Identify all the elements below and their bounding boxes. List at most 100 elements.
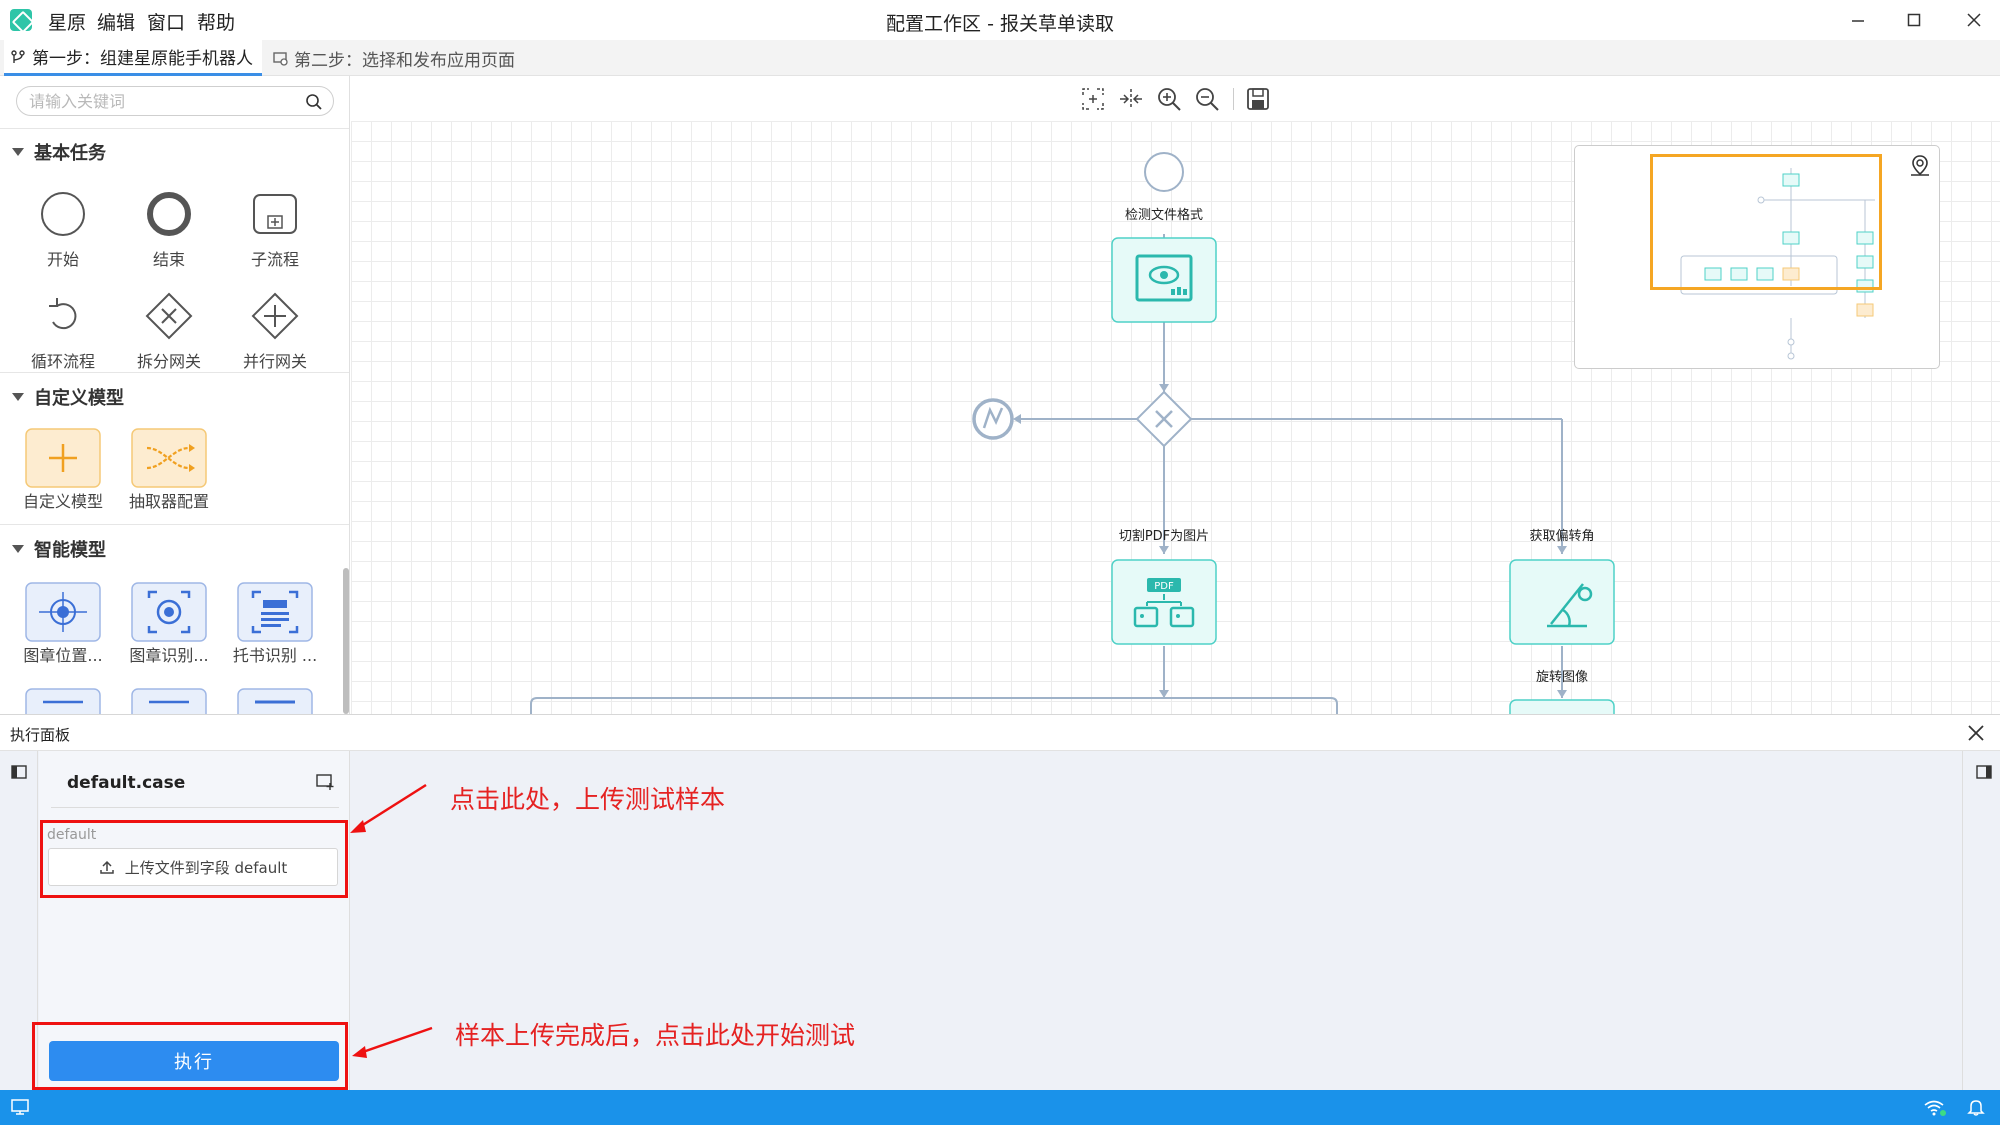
ai-model-icon: [25, 688, 101, 714]
section-title: 基本任务: [34, 143, 106, 164]
parallel-gateway-icon: [251, 292, 299, 340]
upload-button-label: 上传文件到字段 default: [124, 858, 288, 877]
section-basic-tasks[interactable]: 基本任务: [12, 139, 106, 165]
menu-help[interactable]: 帮助: [197, 12, 236, 34]
branch-icon: [11, 49, 25, 63]
toolbar-divider: [1233, 88, 1234, 110]
maximize-button[interactable]: [1894, 4, 1934, 36]
tool-label: 图章识别...: [129, 646, 209, 665]
error-end-node[interactable]: [972, 398, 1014, 440]
tool-loop[interactable]: 循环流程: [10, 292, 116, 382]
zoom-in-icon[interactable]: [1155, 85, 1183, 113]
annotation-text-run: 样本上传完成后，点击此处开始测试: [455, 1021, 856, 1050]
tab-step-1[interactable]: 第一步：组建星原能手机器人: [4, 40, 262, 76]
tool-exclusive-gateway[interactable]: 拆分网关: [116, 292, 222, 382]
minimize-button[interactable]: [1838, 4, 1878, 36]
node-label: 切割PDF为图片: [1118, 529, 1210, 544]
tool-end[interactable]: 结束: [116, 190, 222, 280]
annotation-highlight-run: [32, 1022, 348, 1090]
palette-scrollbar[interactable]: [343, 568, 349, 714]
close-panel-icon[interactable]: [1964, 721, 1988, 745]
page-config-icon: [273, 52, 288, 66]
search-box: [16, 86, 334, 116]
tool-label: 子流程: [250, 250, 299, 269]
tool-custom-model[interactable]: 自定义模型: [10, 428, 116, 522]
execution-panel-header: 执行面板: [0, 715, 2000, 751]
tool-stamp-position[interactable]: 图章位置...: [10, 582, 116, 676]
pdf-split-icon: PDF: [1133, 578, 1195, 628]
section-title: 智能模型: [34, 540, 106, 561]
tool-ai-model[interactable]: [116, 688, 222, 714]
new-case-icon[interactable]: [315, 773, 335, 791]
sidebar-toggle-icon[interactable]: [1976, 765, 1992, 779]
svg-text:PDF: PDF: [1154, 581, 1174, 592]
monitor-icon[interactable]: [10, 1097, 30, 1117]
annotation-highlight-upload: [40, 820, 348, 898]
map-locate-icon[interactable]: [1909, 154, 1931, 178]
loop-container[interactable]: [530, 697, 1338, 714]
case-name[interactable]: default.case: [67, 773, 186, 793]
execution-panel-title: 执行面板: [10, 726, 71, 744]
menu-edit[interactable]: 编辑: [97, 12, 136, 34]
sidebar-toggle-icon[interactable]: [11, 765, 27, 779]
loop-icon: [49, 298, 77, 330]
rotate-image-node[interactable]: [1509, 699, 1615, 714]
tool-consignment-recognition[interactable]: 托书识别 ...: [222, 582, 328, 676]
extractor-shuffle-icon: [131, 428, 207, 488]
tool-subprocess[interactable]: 子流程: [222, 190, 328, 280]
tool-label: 循环流程: [30, 352, 95, 371]
left-collapse-rail: [0, 751, 38, 1091]
tool-start[interactable]: 开始: [10, 190, 116, 280]
app-logo-icon: [10, 9, 32, 31]
eye-screen-icon: [1135, 254, 1193, 302]
tool-label: 自定义模型: [22, 492, 103, 511]
search-input[interactable]: [29, 90, 289, 112]
tool-extractor-config[interactable]: 抽取器配置: [116, 428, 222, 522]
case-panel: default.case default 上传文件到字段 default 执行: [39, 751, 350, 1091]
tool-stamp-recognition[interactable]: 图章识别...: [116, 582, 222, 676]
tool-label: 并行网关: [242, 352, 307, 371]
wifi-icon[interactable]: [1922, 1097, 1946, 1117]
close-window-button[interactable]: [1954, 4, 1994, 36]
start-node[interactable]: [1144, 152, 1184, 192]
collapse-triangle-icon: [12, 393, 24, 401]
tool-parallel-gateway[interactable]: 并行网关: [222, 292, 328, 382]
ai-model-icon: [237, 688, 313, 714]
notification-bell-icon[interactable]: [1966, 1097, 1986, 1117]
menu-xingyuan[interactable]: 星原: [48, 12, 87, 34]
upload-file-button[interactable]: 上传文件到字段 default: [48, 848, 338, 886]
zoom-out-icon[interactable]: [1193, 85, 1221, 113]
collapse-triangle-icon: [12, 148, 24, 156]
fit-width-icon[interactable]: [1117, 85, 1145, 113]
flow-diagram: PDF: [530, 152, 1615, 714]
tab-step-2[interactable]: 第二步：选择和发布应用页面: [266, 40, 526, 76]
minimap-viewport[interactable]: [1650, 154, 1882, 290]
run-button[interactable]: 执行: [49, 1041, 339, 1081]
end-event-icon: [147, 192, 191, 236]
minimize-icon: [1852, 20, 1864, 22]
tool-ai-model[interactable]: [10, 688, 116, 714]
detect-format-node[interactable]: [1111, 237, 1217, 323]
save-icon[interactable]: [1244, 85, 1272, 113]
menu-window[interactable]: 窗口: [147, 12, 186, 34]
title-bar: 星原 编辑 窗口 帮助 配置工作区 - 报关草单读取: [0, 0, 2000, 40]
angle-icon: [1547, 583, 1593, 628]
tool-ai-model[interactable]: [222, 688, 328, 714]
node-label: 检测文件格式: [1124, 208, 1203, 223]
section-ai-models[interactable]: 智能模型: [12, 536, 106, 562]
annotation-text-upload: 点击此处，上传测试样本: [450, 785, 726, 814]
get-skew-angle-node[interactable]: [1509, 559, 1615, 645]
ai-model-icon: [131, 688, 207, 714]
flow-canvas[interactable]: PDF 检测文件格式 切割PDF为图片 获取偏转角 旋转图像: [351, 76, 2000, 714]
select-area-icon[interactable]: [1079, 85, 1107, 113]
step-tabs: 第一步：组建星原能手机器人 第二步：选择和发布应用页面: [0, 40, 2000, 76]
minimap[interactable]: [1574, 145, 1940, 369]
tool-label: 图章位置...: [23, 646, 103, 665]
stamp-recognition-icon: [131, 582, 207, 642]
tool-label: 结束: [152, 250, 185, 269]
divider: [51, 807, 339, 808]
upload-icon: [99, 860, 114, 874]
section-custom-models[interactable]: 自定义模型: [12, 384, 124, 410]
search-icon[interactable]: [305, 93, 323, 111]
tool-label: 拆分网关: [136, 352, 201, 371]
